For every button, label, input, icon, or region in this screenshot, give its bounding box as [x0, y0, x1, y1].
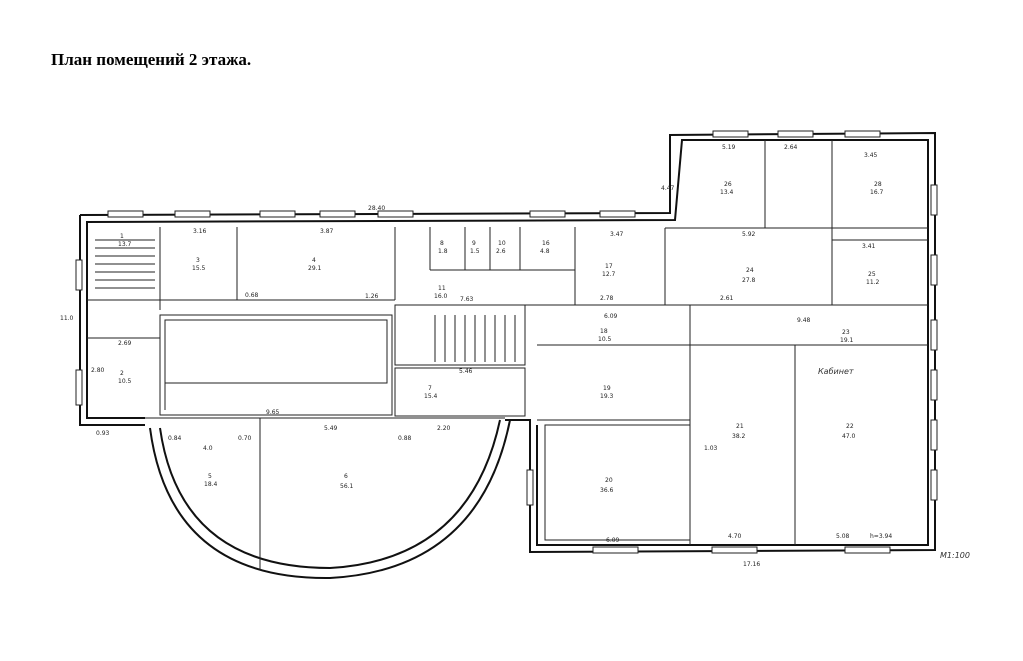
room-18-num: 18 [600, 328, 608, 335]
dim: 0.68 [245, 292, 259, 299]
room-9-num: 9 [472, 240, 476, 247]
room-10-num: 10 [498, 240, 506, 247]
room-6-area: 56.1 [340, 483, 354, 490]
dimension-labels: 28.40 3.16 3.87 3.47 5.92 3.41 5.19 2.64… [60, 144, 892, 568]
dim: 5.19 [722, 144, 736, 151]
room-5-num: 5 [208, 473, 212, 480]
dim: 2.20 [437, 425, 451, 432]
room-26-area: 13.4 [720, 189, 734, 196]
room-24-num: 24 [746, 267, 754, 274]
dim: 17.16 [743, 561, 760, 568]
room-20-num: 20 [605, 477, 613, 484]
dim: 9.65 [266, 409, 280, 416]
dim: 1.03 [704, 445, 718, 452]
dim: 3.45 [864, 152, 878, 159]
dim: 5.46 [459, 368, 473, 375]
stairs-left [95, 239, 155, 289]
room-23-area: 19.1 [840, 337, 854, 344]
page-title: План помещений 2 этажа. [51, 50, 252, 69]
room-6-num: 6 [344, 473, 348, 480]
room-9-area: 1.5 [470, 248, 480, 255]
room-21-num: 21 [736, 423, 744, 430]
room-4-num: 4 [312, 257, 316, 264]
dim: 6.09 [604, 313, 618, 320]
room-8-num: 8 [440, 240, 444, 247]
room-4-area: 29.1 [308, 265, 322, 272]
handwritten-note-a: Кабинет [818, 367, 854, 376]
room-1-area: 13.7 [118, 241, 132, 248]
dim: 2.78 [600, 295, 614, 302]
room-26-num: 26 [724, 181, 732, 188]
room-21-area: 38.2 [732, 433, 746, 440]
room-22-area: 47.0 [842, 433, 856, 440]
room-17-num: 17 [605, 263, 613, 270]
room-2-num: 2 [120, 370, 124, 377]
room-25-area: 11.2 [866, 279, 880, 286]
room-7-area: 15.4 [424, 393, 438, 400]
room-2-area: 10.5 [118, 378, 132, 385]
room-28-num: 28 [874, 181, 882, 188]
dim: 9.48 [797, 317, 811, 324]
room-11-num: 11 [438, 285, 446, 292]
dim: 1.26 [365, 293, 379, 300]
room-3-num: 3 [196, 257, 200, 264]
room-22-num: 22 [846, 423, 854, 430]
handwritten-note-b: М1:100 [940, 551, 970, 560]
dim: 2.69 [118, 340, 132, 347]
dim: 0.88 [398, 435, 412, 442]
outer-walls [79, 131, 936, 580]
dim: 28.40 [368, 205, 385, 212]
dim: 4.70 [728, 533, 742, 540]
dim: 3.87 [320, 228, 334, 235]
room-labels: 1 13.7 2 10.5 3 15.5 4 29.1 5 18.4 6 56.… [118, 181, 884, 494]
dim: 0.70 [238, 435, 252, 442]
room-17-area: 12.7 [602, 271, 616, 278]
room-18-area: 10.5 [598, 336, 612, 343]
dim: 6.09 [606, 537, 620, 544]
dim: h=3.94 [870, 533, 892, 540]
room-5-area: 18.4 [204, 481, 218, 488]
dim: 2.61 [720, 295, 734, 302]
handwritten-notes: Кабинет М1:100 [818, 367, 970, 560]
dim: 3.47 [610, 231, 624, 238]
room-20-area: 36.6 [600, 487, 614, 494]
dim: 11.0 [60, 315, 74, 322]
room-23-num: 23 [842, 329, 850, 336]
dim: 7.63 [460, 296, 474, 303]
room-7-num: 7 [428, 385, 432, 392]
room-10-area: 2.6 [496, 248, 506, 255]
interior-walls [87, 140, 928, 570]
room-16-num: 16 [542, 240, 550, 247]
dim: 3.16 [193, 228, 207, 235]
dim: 5.92 [742, 231, 756, 238]
dim: 2.80 [91, 367, 105, 374]
room-25-num: 25 [868, 271, 876, 278]
dim: 3.41 [862, 243, 876, 250]
dim: 0.93 [96, 430, 110, 437]
stairs-center [434, 315, 516, 362]
room-3-area: 15.5 [192, 265, 206, 272]
dim: 2.64 [784, 144, 798, 151]
room-11-area: 16.0 [434, 293, 448, 300]
room-19-area: 19.3 [600, 393, 614, 400]
room-1-num: 1 [120, 233, 124, 240]
room-19-num: 19 [603, 385, 611, 392]
dim: 0.84 [168, 435, 182, 442]
dim: 5.08 [836, 533, 850, 540]
dim: 5.49 [324, 425, 338, 432]
room-24-area: 27.8 [742, 277, 756, 284]
room-28-area: 16.7 [870, 189, 884, 196]
room-16-area: 4.8 [540, 248, 550, 255]
room-8-area: 1.8 [438, 248, 448, 255]
windows [75, 130, 938, 554]
dim: 4.47 [661, 185, 675, 192]
dim: 4.0 [203, 445, 213, 452]
